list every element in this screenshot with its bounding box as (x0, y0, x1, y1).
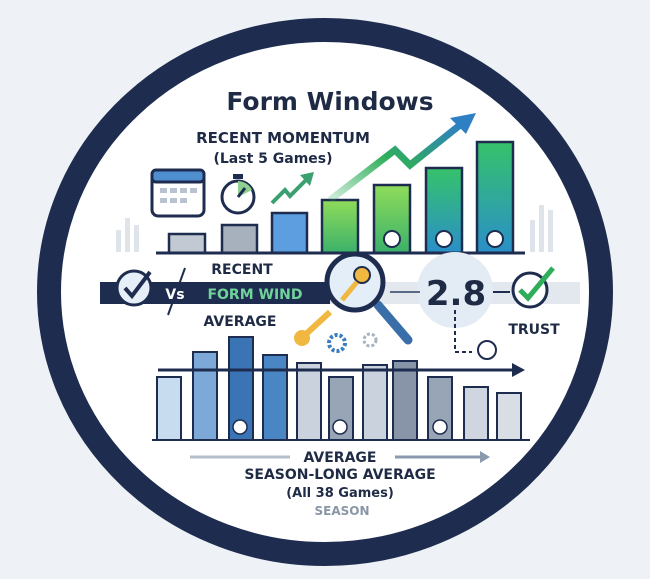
soccer-ball-icon (232, 419, 448, 435)
season-heading: SEASON-LONG AVERAGE (244, 467, 435, 483)
key-icon (294, 266, 371, 346)
season-bar (392, 360, 418, 441)
season-arrowhead (480, 451, 490, 463)
title: Form Windows (226, 87, 433, 116)
form-value: 2.8 (426, 274, 486, 314)
season-average-label: AVERAGE (304, 450, 377, 466)
season-bar (156, 376, 182, 441)
average-label: AVERAGE (204, 314, 277, 330)
season-bar (362, 364, 388, 441)
recent-bar (220, 223, 259, 255)
recent-subheading: (Last 5 Games) (213, 151, 332, 167)
recent-bar (270, 211, 309, 255)
season-bar (192, 351, 218, 441)
gear-icon (327, 332, 378, 353)
faint-bars-decoration (116, 205, 553, 252)
form-window-band (100, 282, 330, 304)
season-bar (262, 354, 288, 441)
season-subheading: (All 38 Games) (286, 486, 394, 501)
season-bar (496, 392, 522, 441)
momentum-arrowhead (450, 113, 476, 134)
trust-check-icon (511, 266, 555, 309)
soccer-ball-icon (477, 340, 497, 360)
form-window-label: FORM WIND (207, 287, 302, 303)
vs-slash (167, 267, 186, 316)
season-average-arrowhead (512, 363, 525, 377)
trend-arrow-icon (270, 176, 310, 205)
value-halo (417, 252, 493, 328)
stopwatch-icon (220, 174, 256, 215)
season-bar (463, 386, 489, 441)
check-circle-icon (115, 269, 153, 307)
recent-label: RECENT (211, 262, 273, 278)
momentum-arrow (327, 122, 463, 203)
calendar-icon (150, 168, 206, 218)
season-footer: SEASON (314, 504, 369, 518)
trust-label: TRUST (508, 322, 560, 338)
season-bar (296, 362, 322, 441)
recent-bar (167, 232, 207, 255)
recent-heading: RECENT MOMENTUM (196, 129, 370, 147)
soccer-ball-icon (383, 230, 504, 248)
recent-bar (320, 198, 360, 255)
trend-arrowhead (300, 172, 314, 186)
dashed-connector (454, 310, 472, 353)
